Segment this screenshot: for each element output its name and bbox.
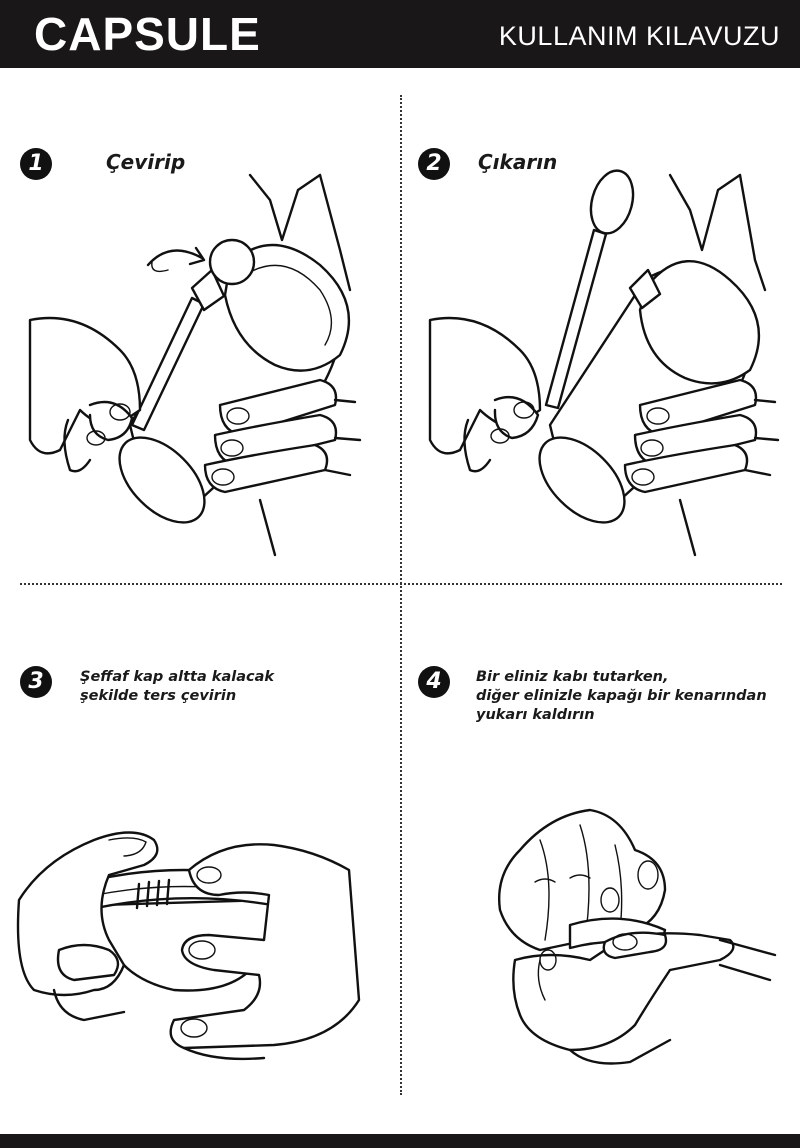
- step-1-illustration: [28, 173, 362, 557]
- vertical-divider: [400, 95, 402, 1095]
- step-3-illustration: [16, 831, 361, 1061]
- step-instruction: Çıkarın: [478, 150, 557, 174]
- step-number-badge: 1: [20, 148, 52, 180]
- manual-title: KULLANIM KILAVUZU: [498, 21, 780, 51]
- footer-bar: [0, 1134, 800, 1148]
- step-instruction-line: Şeffaf kap altta kalacak: [80, 669, 275, 685]
- step-instruction: Bir eliniz kabı tutarken, diğer elinizle…: [476, 668, 767, 725]
- step-instruction: Çevirip: [106, 150, 185, 174]
- horizontal-divider: [20, 583, 782, 585]
- step-number-badge: 3: [20, 666, 52, 698]
- step-instruction: Şeffaf kap altta kalacak şekilde ters çe…: [80, 668, 274, 706]
- step-instruction-line: Bir eliniz kabı tutarken,: [476, 669, 669, 685]
- step-number-badge: 2: [418, 148, 450, 180]
- step-instruction-line: yukarı kaldırın: [476, 707, 595, 723]
- step-4-illustration: [498, 808, 777, 1065]
- step-number-badge: 4: [418, 666, 450, 698]
- step-instruction-line: Çıkarın: [478, 150, 558, 174]
- brand-logo-text: CAPSULE: [34, 8, 261, 60]
- step-instruction-line: Çevirip: [106, 150, 186, 174]
- step-2-illustration: [428, 169, 780, 557]
- step-instruction-line: diğer elinizle kapağı bir kenarından: [476, 688, 767, 704]
- header-bar: CAPSULE KULLANIM KILAVUZU: [0, 0, 800, 68]
- step-instruction-line: şekilde ters çevirin: [80, 688, 237, 704]
